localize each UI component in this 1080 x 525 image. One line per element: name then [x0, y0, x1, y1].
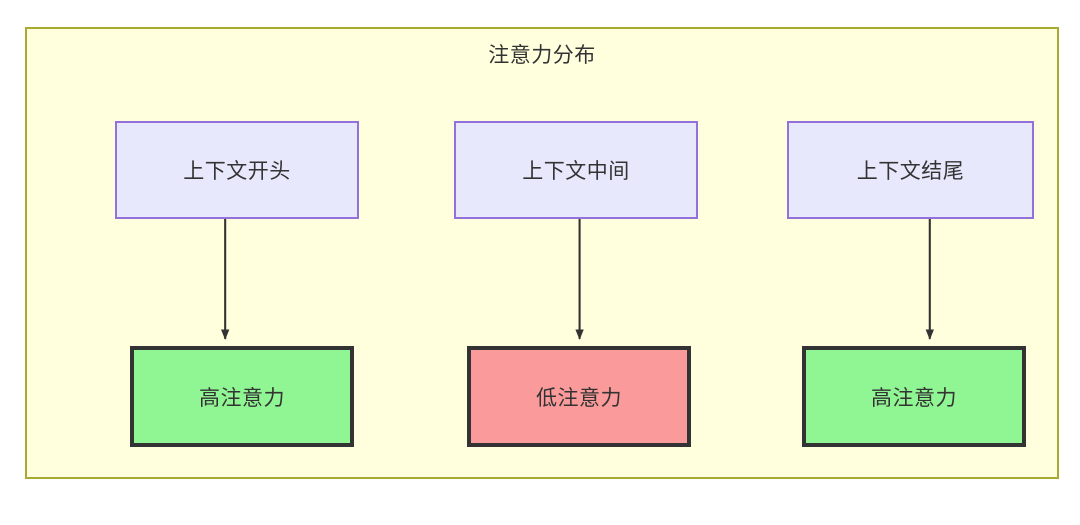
edge-layer: [220, 214, 934, 340]
node-high-attention-right-label: 高注意力: [871, 386, 957, 410]
node-high-attention-right[interactable]: 高注意力: [802, 346, 1026, 447]
node-context-end-label: 上下文结尾: [856, 160, 965, 183]
node-context-start-label: 上下文开头: [183, 160, 291, 183]
node-high-attention-left[interactable]: 高注意力: [130, 346, 354, 447]
node-context-middle[interactable]: 上下文中间: [454, 121, 698, 219]
diagram-canvas: 注意力分布 上下文开头 上下文中间 上下文结尾 高注意力 低: [25, 27, 1059, 479]
subgraph-title: 注意力分布: [488, 44, 596, 67]
node-context-start[interactable]: 上下文开头: [115, 121, 359, 219]
node-context-middle-label: 上下文中间: [522, 160, 630, 183]
node-context-end[interactable]: 上下文结尾: [787, 121, 1034, 219]
subgraph-attention-distribution: 注意力分布 上下文开头 上下文中间 上下文结尾 高注意力 低: [25, 27, 1059, 479]
node-low-attention-label: 低注意力: [536, 386, 622, 410]
node-low-attention[interactable]: 低注意力: [467, 346, 691, 447]
node-high-attention-left-label: 高注意力: [199, 386, 285, 410]
